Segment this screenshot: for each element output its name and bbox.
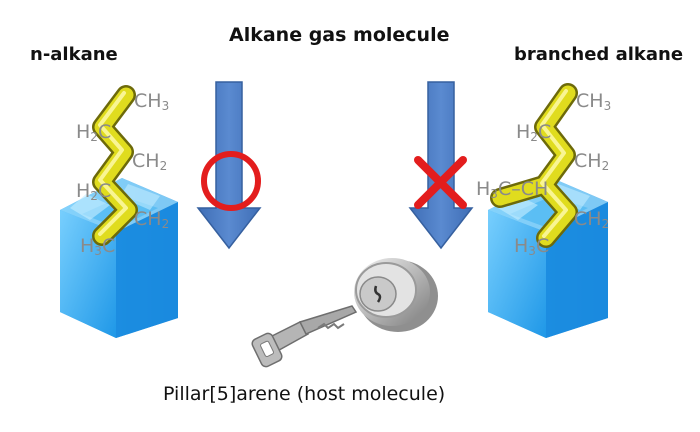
alkane-chain-right <box>490 83 578 248</box>
chem-label-left-6: H3C <box>80 235 116 258</box>
down-arrow-right <box>408 81 474 250</box>
lock-icon <box>354 258 438 332</box>
chem-label-left-5: CH2 <box>134 208 170 231</box>
cross-icon <box>414 156 467 209</box>
circle-icon <box>201 151 261 211</box>
host-molecule-right <box>488 178 608 338</box>
branched-alkane-label: branched alkane <box>514 44 684 65</box>
chem-label-right-3: CH2 <box>574 150 610 173</box>
chem-label-left-2: H2C <box>76 121 112 144</box>
chem-label-right-2: H2C <box>516 121 552 144</box>
key-icon <box>251 305 358 368</box>
alkane-chain-left <box>92 85 138 246</box>
chem-label-right-4: H3C–CH <box>476 178 549 201</box>
diagram-title: Alkane gas molecule <box>229 24 450 46</box>
chem-label-left-3: CH2 <box>132 150 168 173</box>
down-arrow-left <box>196 81 262 250</box>
host-caption: Pillar[5]arene (host molecule) <box>163 383 446 405</box>
chem-label-right-1: CH3 <box>576 90 612 113</box>
n-alkane-label: n-alkane <box>30 44 118 65</box>
chem-label-right-6: H3C <box>514 235 550 258</box>
chem-label-left-4: H2C <box>76 180 112 203</box>
chem-label-right-5: CH2 <box>574 208 610 231</box>
chem-label-left-1: CH3 <box>134 90 170 113</box>
